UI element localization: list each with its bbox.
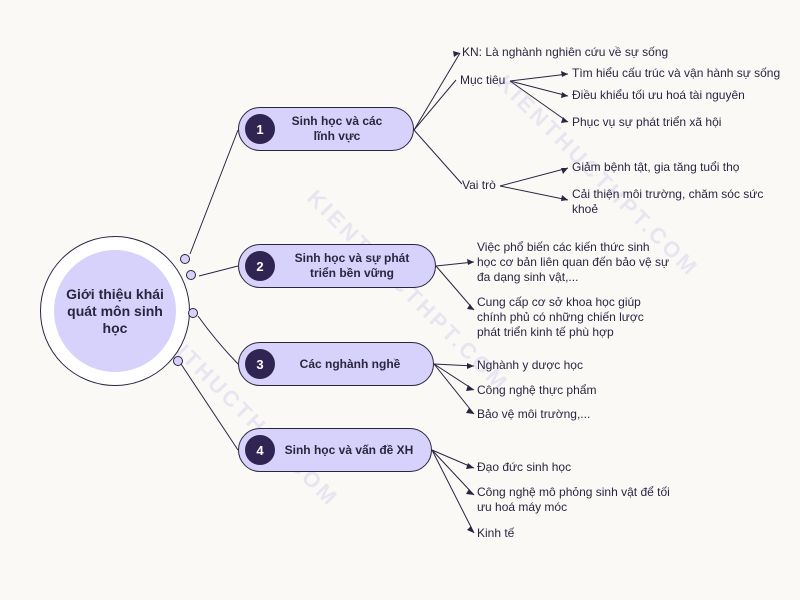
leaf-vai-tro-2: Cải thiện môi trường, chăm sóc sức khoẻ: [572, 187, 764, 216]
link-4-1: [431, 449, 475, 469]
link-vaitro-1: [499, 167, 569, 187]
leaf-b3-2: Công nghệ thực phẩm: [477, 383, 597, 397]
leaf-muc-tieu-2: Điều khiểu tối ưu hoá tài nguyên: [572, 88, 745, 102]
leaf-b3-3: Bảo vệ môi trường,...: [477, 407, 591, 421]
arrow-head: [466, 463, 474, 469]
link-muctieu-3: [509, 80, 569, 123]
branch-4: 4 Sinh học và vấn đề XH: [238, 428, 432, 472]
arrow-head: [467, 363, 474, 369]
link-3-2: [433, 363, 475, 391]
branch-label: Các nghành nghề: [299, 356, 401, 371]
link-center-3: [197, 315, 239, 365]
connector-dot: [173, 356, 183, 366]
branch-1: 1 Sinh học và các lĩnh vực: [238, 107, 414, 151]
arrow-head: [453, 51, 460, 57]
arrow-head: [561, 92, 568, 98]
link-1-muctieu: [413, 79, 457, 131]
branch-number: 2: [245, 251, 275, 281]
arrow-head: [561, 117, 568, 123]
leaf-b2-1: Việc phổ biến các kiến thức sinh học cơ …: [477, 240, 670, 284]
arrow-head: [561, 168, 568, 174]
branch-number: 4: [245, 435, 275, 465]
arrow-head: [466, 385, 474, 391]
link-3-3: [433, 363, 475, 415]
leaf-b4-1: Đạo đức sinh học: [477, 460, 572, 474]
link-center-1: [189, 129, 239, 255]
arrow-head: [561, 195, 568, 201]
leaf-muc-tieu-3: Phục vụ sự phát triển xã hội: [572, 115, 722, 129]
branch-label: Sinh học và vấn đề XH: [284, 442, 414, 457]
link-4-3: [431, 449, 475, 534]
leaf-vai-tro-1: Giảm bệnh tật, gia tăng tuổi thọ: [572, 160, 740, 174]
center-title: Giới thiệu khái quát môn sinh học: [54, 250, 176, 372]
link-1-def: [413, 52, 461, 131]
link-center-4: [180, 363, 239, 451]
arrow-head: [467, 259, 474, 265]
center-node: Giới thiệu khái quát môn sinh học: [40, 236, 190, 386]
branch-3: 3 Các nghành nghề: [238, 342, 434, 386]
link-1-vaitro: [413, 129, 463, 185]
branch-2: 2 Sinh học và sự phát triển bền vững: [238, 244, 436, 288]
connector-dot: [180, 254, 190, 264]
arrow-head: [466, 489, 474, 495]
node-vai-tro: Vai trò: [462, 178, 496, 192]
branch-label: Sinh học và sự phát triển bền vững: [294, 251, 410, 280]
arrow-head: [467, 526, 474, 533]
link-center-2: [198, 265, 239, 277]
leaf-b4-3: Kinh tế: [477, 526, 515, 540]
arrow-head: [467, 304, 474, 310]
link-vaitro-2: [499, 185, 569, 201]
link-2-2: [435, 265, 475, 311]
branch-label: Sinh học và các lĩnh vực: [291, 114, 383, 143]
connector-dot: [186, 270, 196, 280]
link-muctieu-2: [509, 80, 569, 97]
branch-number: 3: [245, 349, 275, 379]
arrow-head: [466, 408, 474, 414]
leaf-b2-2: Cung cấp cơ sở khoa học giúp chính phủ c…: [477, 295, 644, 339]
leaf-b4-2: Công nghệ mô phỏng sinh vật để tối ưu ho…: [477, 485, 670, 514]
branch-number: 1: [245, 114, 275, 144]
connector-dot: [188, 308, 198, 318]
link-muctieu-1: [509, 73, 569, 82]
link-4-2: [431, 449, 475, 496]
node-muc-tieu: Mục tiêu: [460, 73, 506, 87]
arrow-head: [561, 71, 568, 77]
leaf-definition: KN: Là nghành nghiên cứu về sự sống: [462, 45, 669, 59]
leaf-muc-tieu-1: Tìm hiểu cấu trúc và vận hành sự sống: [572, 66, 781, 80]
leaf-b3-1: Nghành y dược học: [477, 358, 583, 372]
